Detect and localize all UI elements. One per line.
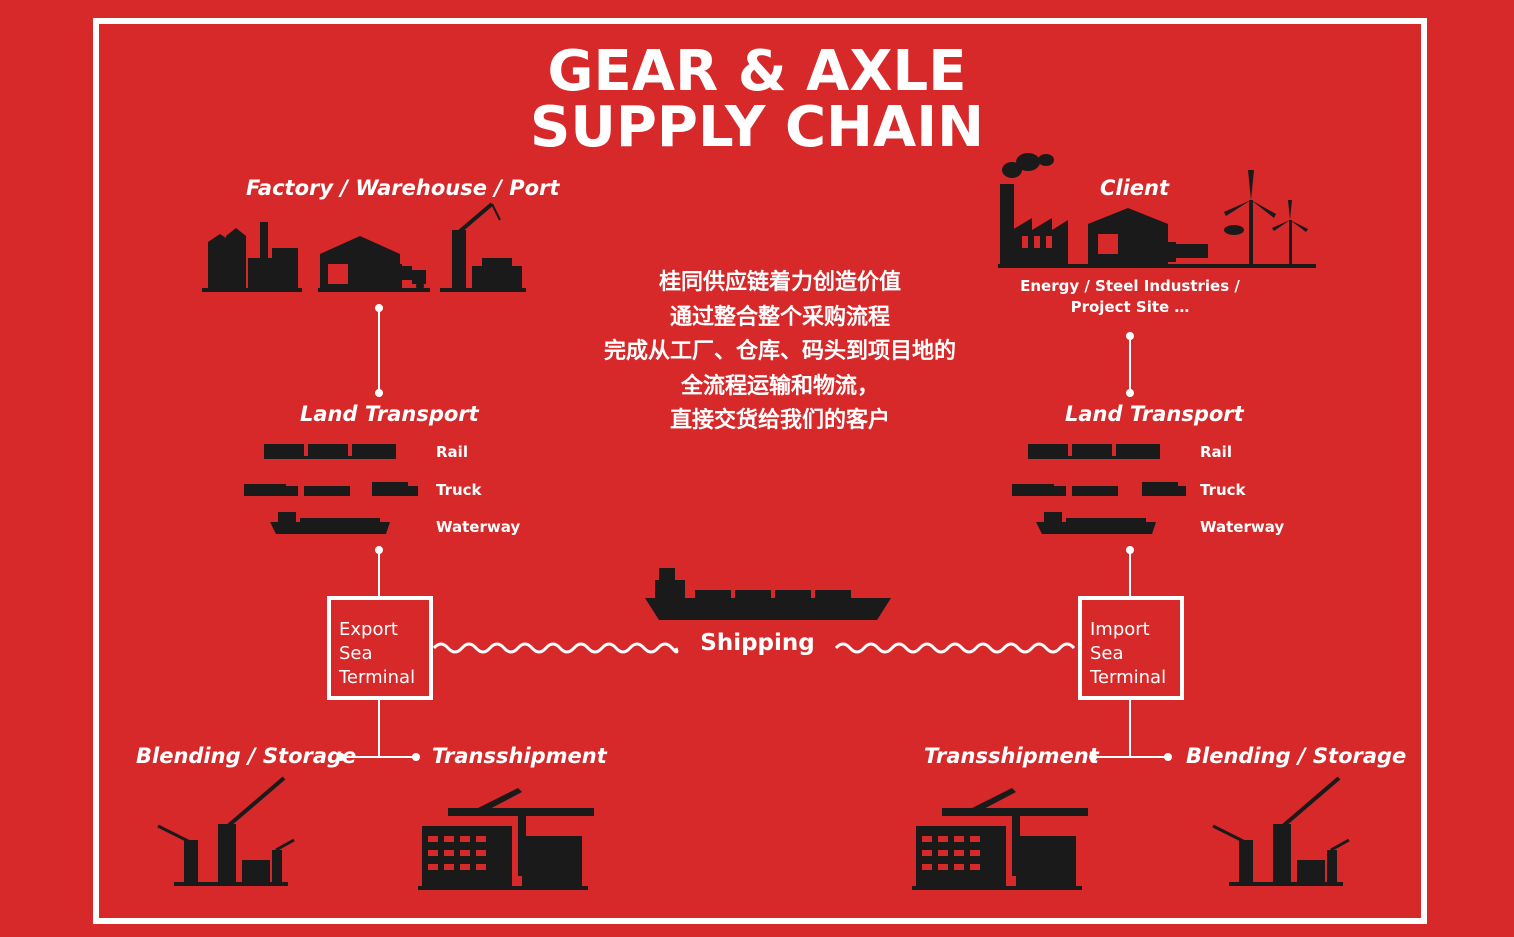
export-terminal-line-1: Export (339, 619, 398, 640)
wave-left (432, 642, 679, 654)
export-terminal-line-2: Sea (339, 643, 373, 664)
client-sublabel: Energy / Steel Industries / Project Site… (1010, 276, 1250, 318)
client-label: Client (1100, 176, 1170, 200)
export-sea-terminal: Export Sea Terminal (327, 596, 433, 700)
rail-icon (1028, 444, 1068, 456)
description-text: 桂同供应链着力创造价值 通过整合整个采购流程 完成从工厂、仓库、码头到项目地的 … (560, 266, 1000, 439)
mode-waterway-left: Waterway (436, 518, 521, 536)
container-terminal-icon (418, 788, 594, 890)
description-line-4: 全流程运输和物流， (680, 373, 879, 399)
import-terminal-line-1: Import (1090, 619, 1150, 640)
mode-truck-right: Truck (1200, 481, 1246, 499)
description-line-2: 通过整合整个采购流程 (669, 304, 890, 330)
mode-waterway-right: Waterway (1200, 518, 1285, 536)
ship-icon (270, 522, 390, 534)
client-sub-line-1: Energy / Steel Industries / (1020, 277, 1240, 295)
land-transport-left-icons (244, 444, 418, 534)
port-cranes-icon-right (1212, 776, 1350, 886)
export-terminal-line-3: Terminal (339, 667, 416, 688)
land-transport-right-label: Land Transport (1065, 402, 1244, 426)
title-line-1: GEAR & AXLE (547, 39, 967, 104)
truck-icon (244, 484, 286, 496)
title-line-2: SUPPLY CHAIN (530, 95, 984, 160)
truck-icon (1012, 484, 1054, 496)
mode-truck-left: Truck (436, 481, 482, 499)
description-line-3: 完成从工厂、仓库、码头到项目地的 (603, 339, 956, 364)
client-sub-line-2: Project Site … (1070, 298, 1190, 316)
client-industry-icon (998, 153, 1316, 268)
transshipment-right-label: Transshipment (924, 744, 1099, 768)
container-terminal-icon-right (912, 788, 1088, 890)
cargo-ship-icon (645, 568, 891, 620)
land-transport-right-icons (1012, 444, 1186, 534)
factory-warehouse-port-icon (202, 202, 526, 292)
blending-storage-right-label: Blending / Storage (1186, 744, 1407, 768)
land-transport-left-label: Land Transport (300, 402, 479, 426)
import-sea-terminal: Import Sea Terminal (1078, 596, 1184, 700)
shipping-label: Shipping (700, 630, 815, 656)
description-line-1: 桂同供应链着力创造价值 (658, 270, 901, 295)
ship-icon (1036, 522, 1156, 534)
import-terminal-line-2: Sea (1090, 643, 1124, 664)
mode-rail-right: Rail (1200, 443, 1232, 461)
diagram-frame (93, 18, 1427, 924)
port-cranes-icon (157, 776, 295, 886)
wave-right (834, 642, 1076, 654)
origin-label: Factory / Warehouse / Port (246, 176, 560, 200)
import-terminal-line-3: Terminal (1090, 667, 1167, 688)
blending-storage-left-label: Blending / Storage (136, 744, 357, 768)
mode-rail-left: Rail (436, 443, 468, 461)
rail-icon (264, 444, 304, 456)
transshipment-left-label: Transshipment (432, 744, 607, 768)
description-line-5: 直接交货给我们的客户 (669, 408, 890, 433)
